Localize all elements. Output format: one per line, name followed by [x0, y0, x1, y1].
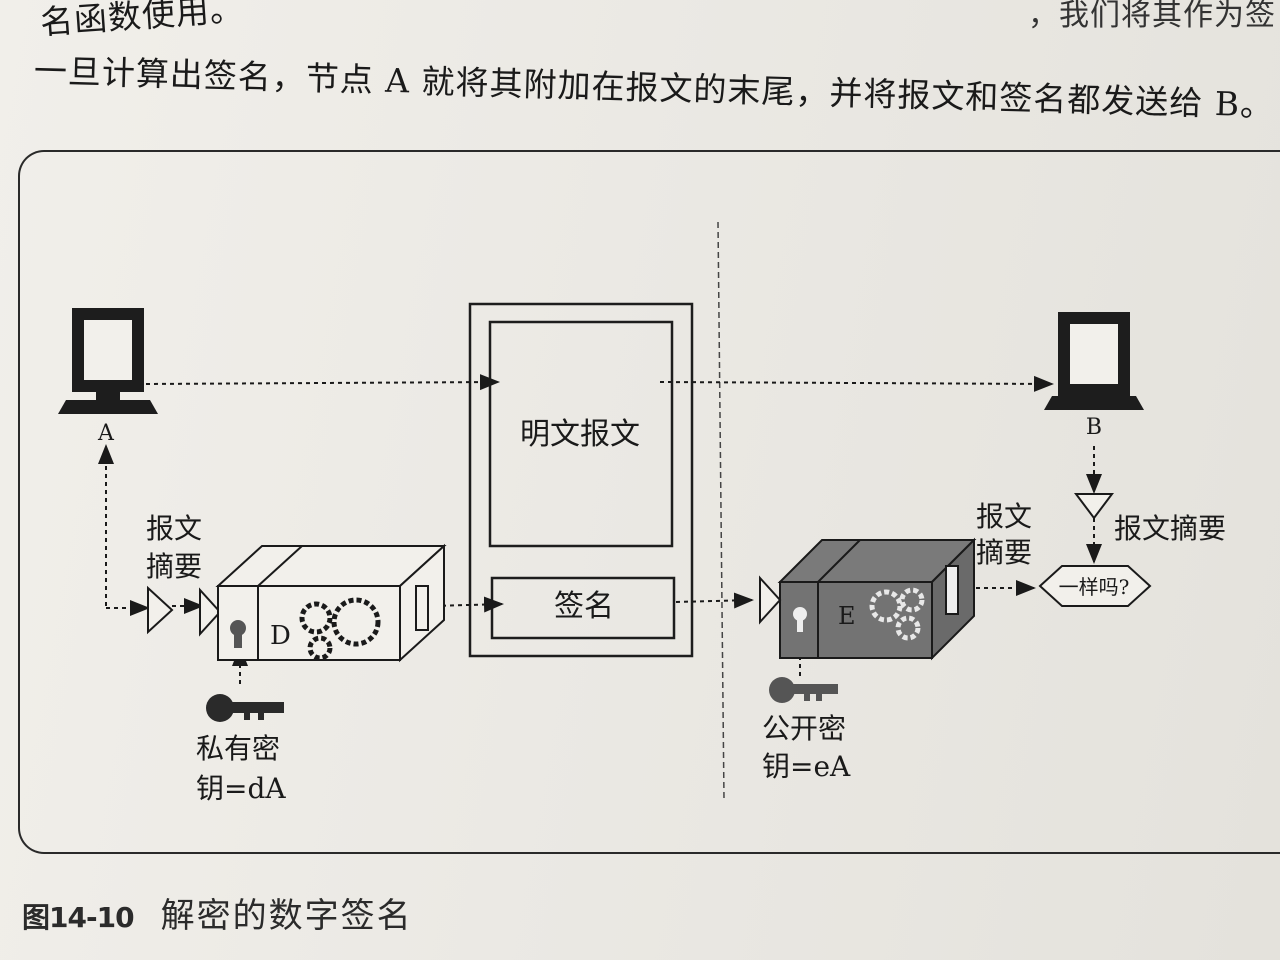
body-text-line-1-right: ，我们将其作为签: [1028, 0, 1276, 33]
encrypt-box-d: [215, 543, 447, 663]
digest-left-line1: 报文: [146, 512, 202, 545]
gears-icon-e: [869, 587, 925, 641]
public-key-line1: 公开密: [762, 712, 846, 745]
figure-caption: 图14-10 解密的数字签名: [22, 888, 413, 937]
public-key-line2: 钥=eA: [762, 750, 851, 783]
private-key-line2: 钥=dA: [196, 772, 286, 805]
decrypt-box-e: [777, 537, 977, 661]
public-key-icon: [769, 677, 838, 703]
signature-label: 签名: [554, 589, 614, 624]
compare-diamond: [1038, 565, 1152, 607]
private-key-icon: [206, 694, 284, 722]
node-a-label: A: [97, 421, 115, 446]
computer-a-icon: [58, 308, 158, 414]
computer-b-icon: [1044, 312, 1144, 410]
digest-triangle-right: [1074, 493, 1114, 520]
box-d-label: D: [270, 621, 291, 651]
digest-mid-line1: 报文: [976, 500, 1032, 533]
compare-label: 一样吗?: [1059, 575, 1130, 599]
figure-number: 图14-10: [22, 901, 135, 934]
plaintext-label: 明文报文: [520, 417, 640, 452]
digest-triangle-left: [147, 585, 174, 635]
digest-right-label: 报文摘要: [1114, 512, 1226, 545]
network-divider: [717, 221, 725, 801]
figure-frame: [18, 150, 1280, 854]
digest-input-triangle-e: [759, 575, 782, 625]
figure-title: 解密的数字签名: [160, 896, 413, 936]
digest-mid-line2: 摘要: [976, 536, 1032, 569]
private-key-line1: 私有密: [196, 732, 280, 765]
box-e-label: E: [838, 602, 856, 630]
node-b-label: B: [1086, 415, 1102, 440]
gears-icon-d: [299, 597, 381, 661]
digest-left-line2: 摘要: [146, 550, 202, 583]
digest-input-triangle-d: [199, 587, 222, 637]
message-box: [468, 302, 694, 658]
